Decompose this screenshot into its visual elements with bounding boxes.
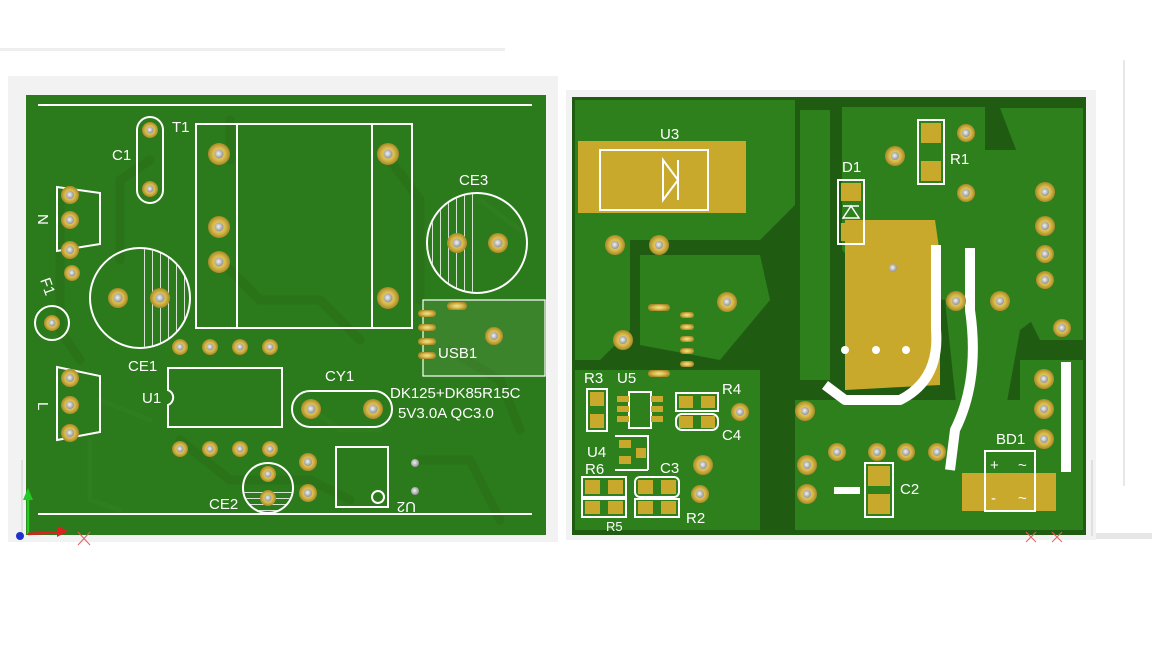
component-n-terminal[interactable]: N bbox=[34, 185, 101, 259]
component-r3[interactable]: R3 bbox=[584, 370, 608, 432]
left-pcb-board[interactable]: C1 T1 N F1 bbox=[0, 48, 558, 546]
label-t1: T1 bbox=[172, 119, 190, 136]
board-note-line2: 5V3.0A QC3.0 bbox=[398, 405, 494, 422]
component-u3[interactable]: U3 bbox=[599, 126, 709, 211]
component-r2[interactable]: R2 bbox=[686, 510, 705, 527]
component-u2[interactable]: U2 bbox=[335, 446, 419, 515]
label-c2: C2 bbox=[900, 481, 919, 498]
component-c3[interactable]: C3 bbox=[634, 460, 680, 518]
component-c2[interactable]: C2 bbox=[834, 462, 919, 518]
right-pcb-board[interactable]: U3 D1 R1 R3 U5 bbox=[566, 60, 1152, 543]
silk-outline-strip bbox=[945, 248, 978, 471]
label-f1: F1 bbox=[36, 276, 58, 298]
label-c4: C4 bbox=[722, 427, 741, 444]
right-board-pads bbox=[605, 124, 1071, 504]
component-cy1[interactable]: CY1 bbox=[291, 368, 393, 428]
board-note-line1: DK125+DK85R15C bbox=[390, 385, 521, 402]
label-r5: R5 bbox=[606, 519, 623, 534]
label-n: N bbox=[34, 214, 51, 225]
component-t1[interactable]: T1 bbox=[172, 119, 413, 329]
component-f1[interactable]: F1 bbox=[34, 265, 80, 341]
axis-gizmo-icon bbox=[16, 460, 91, 546]
label-r1: R1 bbox=[950, 151, 969, 168]
component-r5[interactable]: R5 bbox=[581, 498, 627, 534]
component-d1[interactable]: D1 bbox=[837, 159, 865, 245]
left-board-traces bbox=[55, 115, 525, 525]
axis-gizmo-icon bbox=[1025, 60, 1152, 543]
silk-outline-strip bbox=[822, 245, 942, 405]
label-u5: U5 bbox=[617, 370, 636, 387]
bd1-ac-mark-top: ~ bbox=[1018, 457, 1027, 474]
label-u1: U1 bbox=[142, 390, 161, 407]
label-c3: C3 bbox=[660, 460, 679, 477]
label-l: L bbox=[34, 402, 51, 410]
label-r3: R3 bbox=[584, 370, 603, 387]
label-u3: U3 bbox=[660, 126, 679, 143]
label-usb1: USB1 bbox=[438, 345, 477, 362]
component-r4[interactable]: R4 bbox=[675, 381, 741, 412]
label-u2: U2 bbox=[397, 498, 416, 515]
label-ce1: CE1 bbox=[128, 358, 157, 375]
component-ce2[interactable]: CE2 bbox=[209, 453, 317, 514]
component-u4[interactable]: U4 bbox=[587, 435, 649, 471]
bd1-ac-mark-bottom: ~ bbox=[1018, 490, 1027, 507]
component-r1[interactable]: R1 bbox=[917, 119, 969, 185]
bd1-minus-mark: - bbox=[991, 490, 996, 507]
component-c4[interactable]: C4 bbox=[675, 413, 741, 444]
component-bd1[interactable]: BD1 + - ~ ~ bbox=[984, 431, 1036, 512]
bd1-plus-mark: + bbox=[990, 457, 999, 474]
label-ce3: CE3 bbox=[459, 172, 488, 189]
component-r6[interactable]: R6 bbox=[581, 461, 627, 498]
label-c1: C1 bbox=[112, 147, 131, 164]
label-u4: U4 bbox=[587, 444, 606, 461]
component-u5[interactable]: U5 bbox=[617, 370, 663, 429]
label-r6: R6 bbox=[585, 461, 604, 478]
label-ce2: CE2 bbox=[209, 496, 238, 513]
label-r2: R2 bbox=[686, 510, 705, 527]
component-usb1[interactable]: USB1 bbox=[418, 299, 546, 377]
label-cy1: CY1 bbox=[325, 368, 354, 385]
component-c1[interactable]: C1 bbox=[112, 116, 164, 204]
component-l-terminal[interactable]: L bbox=[34, 365, 101, 442]
label-d1: D1 bbox=[842, 159, 861, 176]
label-bd1: BD1 bbox=[996, 431, 1025, 448]
component-u1[interactable]: U1 bbox=[142, 339, 283, 457]
label-r4: R4 bbox=[722, 381, 741, 398]
